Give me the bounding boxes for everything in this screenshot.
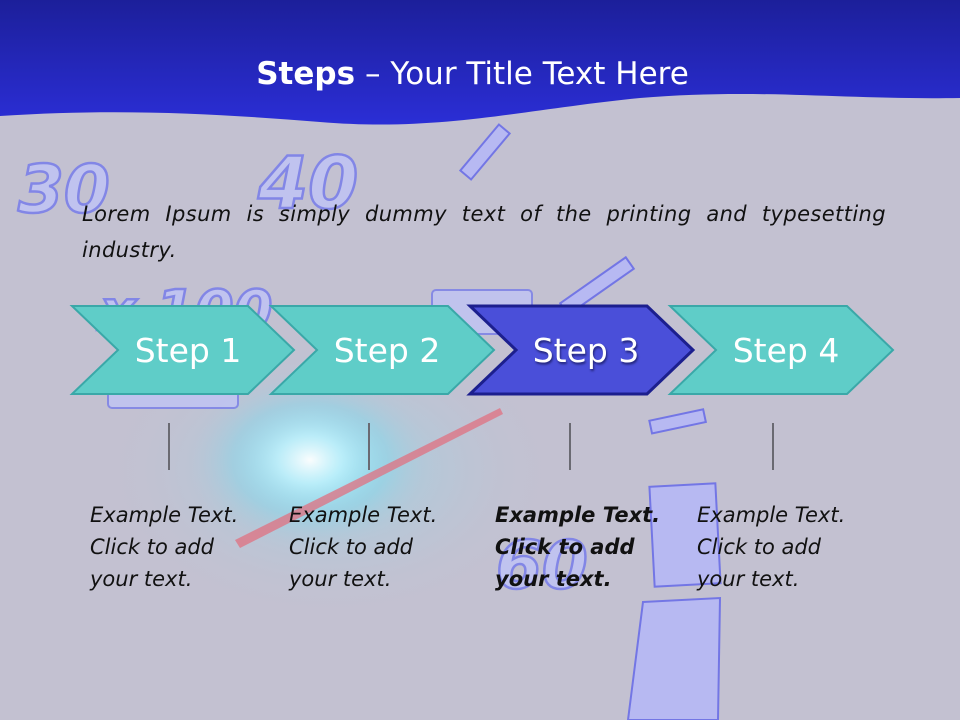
step-4-label: Step 4 [732, 331, 840, 370]
step-3-text-line-3: your text. [495, 567, 612, 591]
step-2-text-line-2: Click to add [289, 535, 414, 559]
step-2-chevron[interactable] [268, 305, 496, 395]
step-2-label: Step 2 [333, 331, 441, 370]
step-4-text-line-3: your text. [697, 567, 800, 591]
title-text: – Your Title Text Here [365, 56, 689, 92]
step-1-text[interactable]: Example Text. Click to add your text. [90, 499, 260, 595]
step-1-text-line-2: Click to add [90, 535, 215, 559]
step-2-text-line-3: your text. [289, 567, 392, 591]
step-2-connector [368, 423, 370, 470]
dial-number-60: 60 [496, 527, 588, 604]
dial-number-30: 30 [18, 151, 110, 228]
step-3-text-line-2: Click to add [495, 535, 635, 559]
title-keyword: Steps [256, 56, 356, 92]
step-1-connector [168, 423, 170, 470]
step-3-chevron[interactable] [466, 304, 696, 396]
step-2-text-line-1: Example Text. [289, 503, 438, 527]
step-1-label: Step 1 [134, 331, 242, 370]
step-3-text-line-1: Example Text. [495, 503, 661, 527]
step-1-text-line-1: Example Text. [90, 503, 239, 527]
step-1-text-line-3: your text. [90, 567, 193, 591]
step-4-text-line-1: Example Text. [697, 503, 846, 527]
dial-number-40: 40 [257, 141, 358, 225]
step-3-connector [569, 423, 571, 470]
step-3-text[interactable]: Example Text. Click to add your text. [495, 499, 665, 595]
step-4-chevron[interactable] [667, 305, 895, 395]
step-4-text[interactable]: Example Text. Click to add your text. [697, 499, 867, 595]
intro-paragraph: Lorem Ipsum is simply dummy text of the … [82, 202, 886, 262]
slide-title: Steps– Your Title Text Here [0, 56, 945, 92]
step-2-text[interactable]: Example Text. Click to add your text. [289, 499, 459, 595]
step-4-text-line-2: Click to add [697, 535, 822, 559]
step-1-chevron[interactable] [69, 305, 296, 395]
step-3-label: Step 3 [532, 331, 640, 370]
step-4-connector [772, 423, 774, 470]
